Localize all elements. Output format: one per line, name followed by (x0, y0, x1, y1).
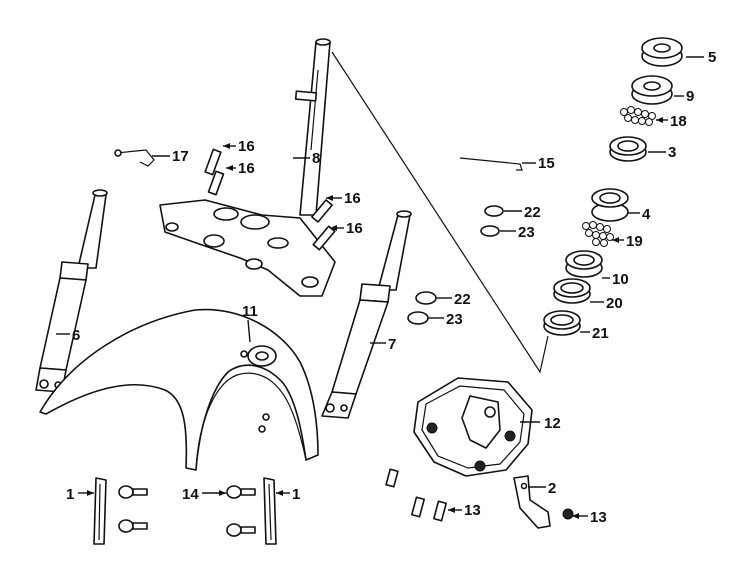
part-13-screws (385, 468, 574, 522)
callout-13-b: 13 (590, 509, 607, 526)
callout-8: 8 (312, 150, 320, 167)
part-7-right-fork (321, 210, 412, 419)
part-1-clip-right (263, 477, 277, 545)
part-19-ball-bearings (582, 221, 614, 247)
part-21-seal (543, 310, 581, 336)
callout-19: 19 (626, 233, 643, 250)
callout-12: 12 (544, 415, 561, 432)
callout-16-a: 16 (238, 138, 255, 155)
part-11-front-fender (39, 308, 319, 471)
part-9-nut (631, 75, 673, 105)
callout-18: 18 (670, 113, 687, 130)
callout-13-a: 13 (464, 502, 481, 519)
callout-5: 5 (708, 49, 716, 66)
assembly-guide-line (331, 51, 549, 374)
callout-10: 10 (612, 271, 629, 288)
callout-21: 21 (592, 325, 609, 342)
callout-23-upper: 23 (518, 224, 535, 241)
part-20-seal (553, 278, 591, 304)
callout-23-lower: 23 (446, 311, 463, 328)
part-1-clip-left (93, 477, 107, 545)
callout-16-b: 16 (238, 160, 255, 177)
callout-16-c: 16 (344, 190, 361, 207)
part-3-race (609, 136, 647, 162)
callout-7: 7 (388, 336, 396, 353)
callout-20: 20 (606, 295, 623, 312)
callout-16-d: 16 (346, 220, 363, 237)
arrow-heads (87, 117, 663, 519)
callout-15: 15 (538, 155, 555, 172)
callout-1-left: 1 (66, 486, 74, 503)
part-17-cable-clip (115, 149, 155, 167)
callout-9: 9 (686, 88, 694, 105)
callout-22-lower: 22 (454, 291, 471, 308)
part-4-race (591, 188, 629, 222)
part-2-bracket (513, 475, 551, 529)
callout-3: 3 (668, 144, 676, 161)
callout-6: 6 (72, 327, 80, 344)
part-10-race (565, 250, 603, 278)
callout-14: 14 (182, 486, 199, 503)
callout-4: 4 (642, 206, 651, 223)
part-16-bolts (204, 148, 336, 251)
callout-1-right: 1 (292, 486, 300, 503)
callout-17: 17 (172, 148, 189, 165)
part-15-wire (459, 157, 523, 171)
callout-22-upper: 22 (524, 204, 541, 221)
part-5-lock-nut (641, 37, 683, 67)
part-8-steering-stem (159, 38, 336, 297)
part-14-fender-bolts (118, 485, 256, 537)
part-12-cover (413, 377, 533, 477)
part-18-ball-bearings (620, 106, 656, 126)
callout-11: 11 (242, 303, 258, 320)
callout-2: 2 (548, 480, 556, 497)
